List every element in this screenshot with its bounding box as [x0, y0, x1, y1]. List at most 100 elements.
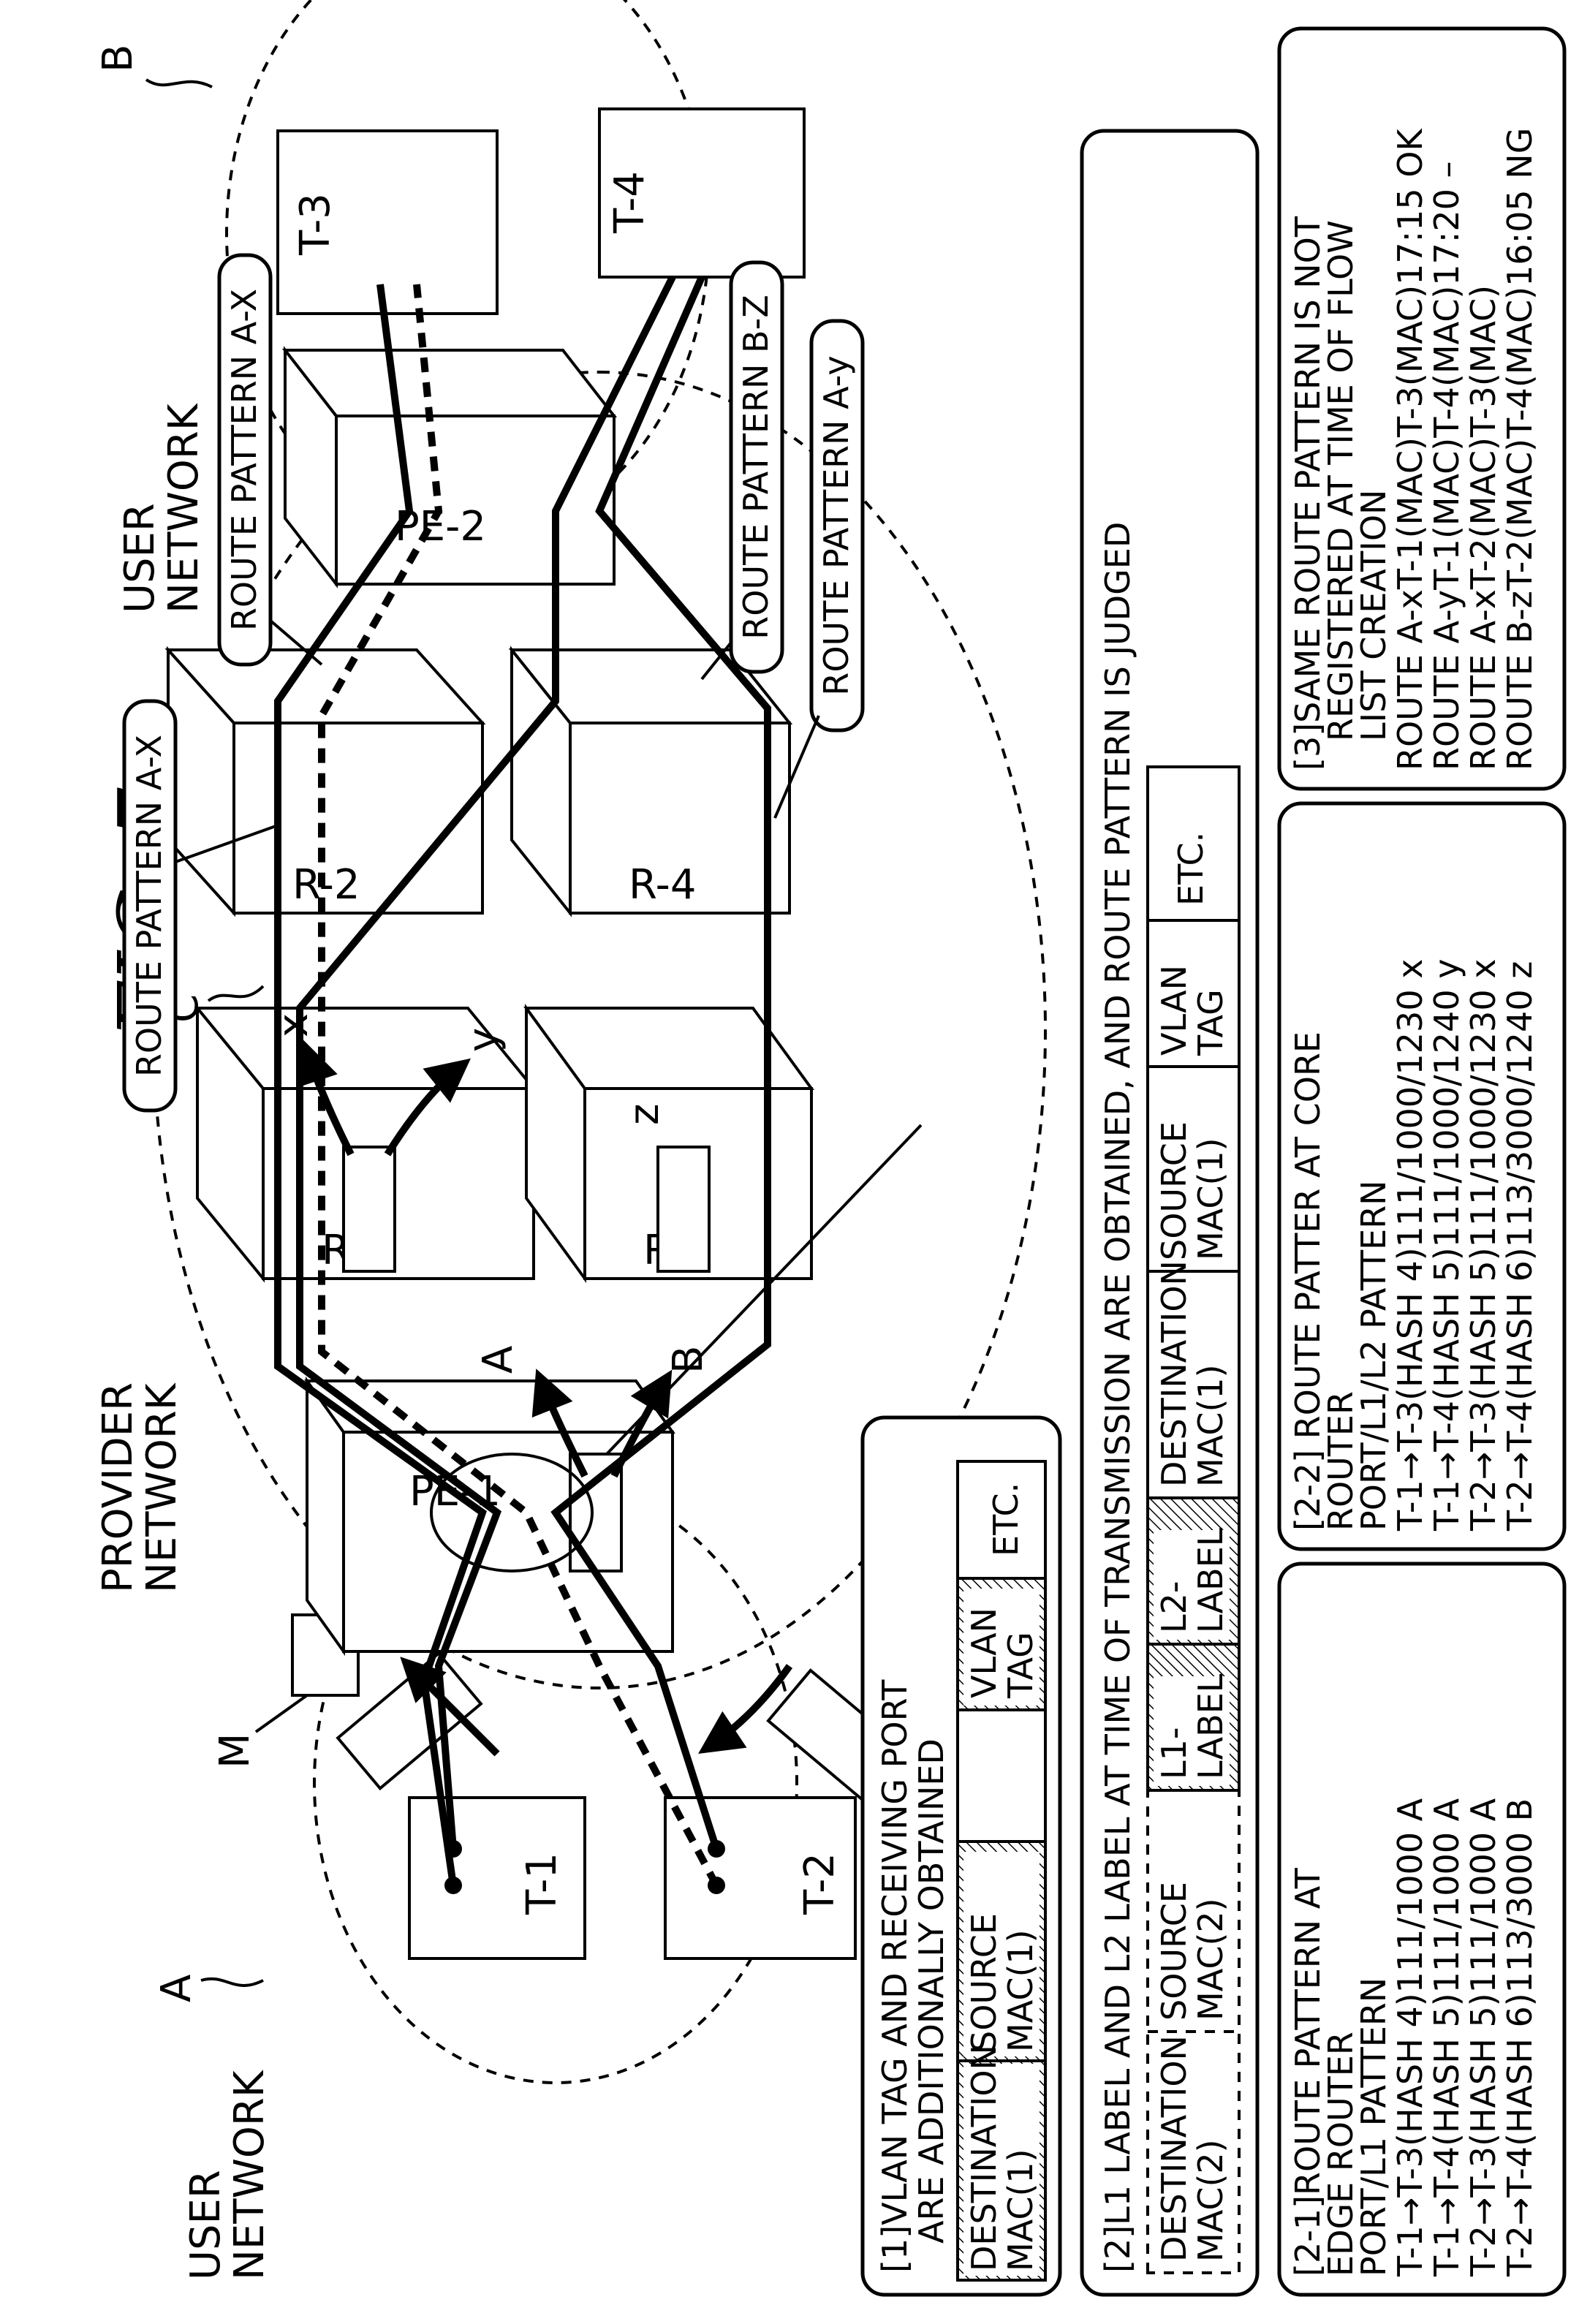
panel2-cell-dest-2: MAC(1) — [1191, 1364, 1230, 1487]
flow-path-t1-t4 — [296, 275, 676, 1850]
panel2-dash-src-1: SOURCE — [1154, 1882, 1194, 2021]
branch-label-y: y — [460, 1028, 507, 1052]
panel21-row-3: T-2→T-3(HASH 5)111/1000 A — [1463, 1798, 1503, 2277]
panel3-row-1: ROUTE A-xT-1(MAC)T-3(MAC)17:15 OK — [1390, 128, 1430, 771]
ref-a-leader — [200, 1977, 264, 1988]
branch-arrow-a — [531, 1369, 588, 1478]
panel22-title-1: [2-2] ROUTE PATTER AT CORE — [1288, 1032, 1328, 1531]
route-callout-bz — [729, 260, 784, 674]
terminal-t4-label: T-4 — [606, 171, 654, 234]
terminal-t1-label: T-1 — [518, 1852, 566, 1915]
flow-arrow-lower — [698, 1664, 793, 1754]
selector-to-panel2-leader — [605, 1124, 923, 1456]
panel22-row-4: T-2→T-4(HASH 6)113/3000/1240 z — [1500, 961, 1540, 1532]
terminal-t3-label: T-3 — [292, 193, 339, 256]
panel1-cell-src-2: MAC(1) — [1001, 1929, 1040, 2052]
route-callout-ax-top-leader — [175, 824, 279, 863]
panel2-dash-dest-2: MAC(2) — [1191, 2139, 1230, 2262]
route-callout-bz-label: ROUTE PATTERN B-Z — [736, 295, 776, 639]
router-pe2: PE-2 — [281, 346, 618, 588]
panel1-cell-dest-1: DESTINATION — [964, 2045, 1004, 2271]
route-callout-ax-mid-label: ROUTE PATTERN A-X — [224, 289, 264, 631]
panel1-cell-dest-2: MAC(1) — [1001, 2149, 1040, 2271]
panel2-cell-l1-1: L1- — [1154, 1727, 1194, 1780]
flow-arrow-upper — [400, 1657, 500, 1757]
panel-1: [1]VLAN TAG AND RECEIVING PORT ARE ADDIT… — [860, 1415, 1062, 2297]
user-network-left-label-2: NETWORK — [226, 2070, 273, 2280]
panel1-title-2: ARE ADDITIONALLY OBTAINED — [912, 1738, 951, 2244]
panel2-title: [2]L1 LABEL AND L2 LABEL AT TIME OF TRAN… — [1098, 522, 1137, 2273]
panel3-title-2: REGISTERED AT TIME OF FLOW — [1321, 220, 1360, 741]
r3-selector — [656, 1146, 711, 1273]
route-callout-ay-leader — [773, 715, 820, 819]
panel21-row-4: T-2→T-4(HASH 6)113/3000 B — [1500, 1798, 1540, 2277]
user-network-left-label-1: USER — [182, 2170, 230, 2280]
panel3-row-4: ROUTE B-zT-2(MAC)T-4(MAC)16:05 NG — [1500, 128, 1540, 771]
panel2-cell-src-2: MAC(1) — [1191, 1138, 1230, 1260]
panel1-cell-vlan-2: TAG — [1001, 1632, 1040, 1699]
provider-network-label-2: NETWORK — [138, 1382, 186, 1593]
panel2-cell-vlan-2: TAG — [1191, 989, 1230, 1056]
ref-m-label: M — [211, 1733, 259, 1768]
flow-path-t2-t4 — [550, 275, 771, 1850]
panel1-cell-vlan-1: VLAN — [964, 1608, 1004, 1698]
panel21-row-1: T-1→T-3(HASH 4)111/1000 A — [1390, 1798, 1430, 2277]
panel1-title-1: [1]VLAN TAG AND RECEIVING PORT — [875, 1679, 915, 2273]
router-r2-label: R-2 — [292, 861, 360, 909]
panel22-row-3: T-2→T-3(HASH 5)111/1000/1230 x — [1463, 959, 1503, 1532]
router-r4-label: R-4 — [629, 861, 696, 909]
panel2-cell-l2-2: LABEL — [1191, 1527, 1230, 1633]
panel21-title-2: EDGE ROUTER — [1321, 2032, 1360, 2276]
panel3-row-3: ROUTE A-xT-2(MAC)T-3(MAC) — [1463, 285, 1503, 771]
provider-network-label-1: PROVIDER — [94, 1382, 142, 1593]
panel3-title-1: [3]SAME ROUTE PATTERN IS NOT — [1288, 216, 1328, 771]
branch-arrow-x — [295, 1039, 355, 1157]
panel-2: [2]L1 LABEL AND L2 LABEL AT TIME OF TRAN… — [1080, 129, 1260, 2297]
panel-3: [3]SAME ROUTE PATTERN IS NOT REGISTERED … — [1277, 26, 1567, 791]
panel3-row-2: ROUTE A-yT-1(MAC)T-4(MAC)17:20 – — [1427, 162, 1466, 771]
router-r4: R-4 — [508, 646, 793, 917]
panel2-cell-etc: ETC. — [1171, 832, 1211, 906]
panel2-cell-l2-1: L2- — [1154, 1581, 1194, 1634]
route-callout-ay-label: ROUTE PATTERN A-y — [817, 355, 856, 695]
user-network-right-label-2: NETWORK — [160, 403, 208, 613]
ref-b-leader — [145, 78, 213, 88]
route-callout-ax-top-label: ROUTE PATTERN A-X — [129, 735, 169, 1077]
route-callout-ax-top — [122, 699, 178, 1113]
flow-path-t2-t3 — [318, 284, 720, 1888]
r1-selector — [342, 1146, 396, 1273]
ref-b-label: B — [94, 45, 142, 72]
pe1-merge-ring — [430, 1453, 594, 1572]
panel2-cell-vlan-1: VLAN — [1154, 965, 1194, 1056]
panel22-row-2: T-1→T-4(HASH 5)111/1000/1240 y — [1427, 959, 1466, 1532]
route-callout-ax-mid — [217, 253, 273, 667]
panel21-title-1: [2-1]ROUTE PATTERN AT — [1288, 1867, 1328, 2276]
panel2-dash-dest-1: DESTINATION — [1154, 2035, 1194, 2262]
panel2-cell-l1-2: LABEL — [1191, 1673, 1230, 1779]
branch-label-a: A — [474, 1346, 522, 1374]
panel22-title-3: PORT/L1/L2 PATTERN — [1354, 1180, 1393, 1531]
panel3-title-3: LIST CREATION — [1354, 490, 1393, 741]
panel2-cell-dest-1: DESTINATION — [1154, 1260, 1194, 1487]
panel2-cell-src-1: SOURCE — [1154, 1121, 1194, 1260]
branch-label-z: z — [621, 1104, 668, 1125]
flow-path-t1-t3 — [274, 284, 487, 1886]
panel22-row-1: T-1→T-3(HASH 4)111/1000/1230 x — [1390, 959, 1430, 1532]
panel2-dash-src-2: MAC(2) — [1191, 1898, 1230, 2021]
user-network-right-label-1: USER — [116, 503, 164, 613]
panel1-cell-etc: ETC. — [986, 1483, 1026, 1556]
route-callout-ax-mid-leader — [269, 619, 323, 666]
ref-c-leader — [207, 985, 265, 1002]
branch-arrow-y — [384, 1058, 472, 1157]
panel1-cell-src-1: SOURCE — [964, 1913, 1004, 2052]
ref-m-leader — [254, 1694, 308, 1733]
panel22-title-2: ROUTER — [1321, 1391, 1360, 1531]
ref-a-label: A — [153, 1975, 200, 2002]
terminal-t2-label: T-2 — [796, 1852, 844, 1915]
route-callout-ay — [809, 319, 865, 733]
panel-2-1: [2-1]ROUTE PATTERN AT EDGE ROUTER PORT/L… — [1277, 1562, 1567, 2297]
panel-2-2: [2-2] ROUTE PATTER AT CORE ROUTER PORT/L… — [1277, 801, 1567, 1551]
